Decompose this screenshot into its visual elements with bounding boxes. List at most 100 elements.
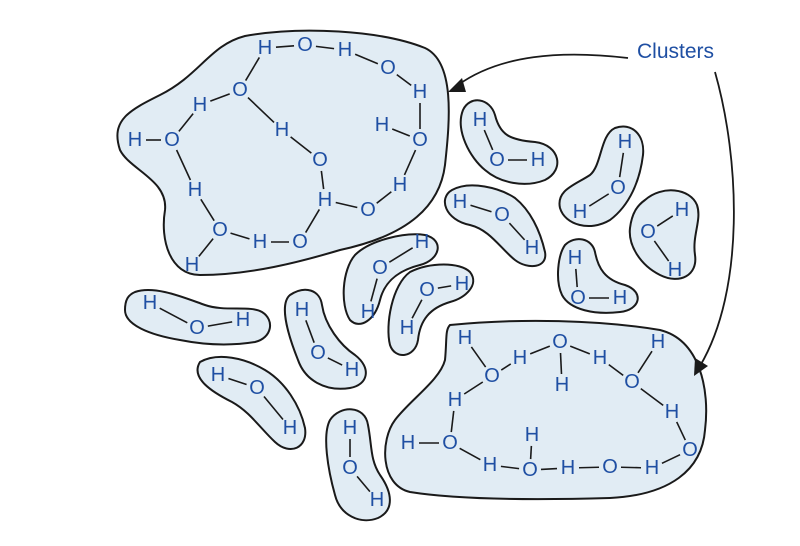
bond-lines [146, 45, 687, 493]
bond-line [305, 320, 315, 343]
hydrogen-atom: H [318, 189, 332, 211]
hydrogen-atom: H [593, 347, 607, 369]
hydrogen-atom: H [275, 119, 289, 141]
bond-line [376, 191, 392, 204]
hydrogen-atom: H [555, 374, 569, 396]
bond-line [470, 204, 492, 213]
oxygen-atom: O [442, 432, 458, 454]
bond-line [559, 352, 563, 375]
oxygen-atom: O [570, 287, 586, 309]
bond-line [500, 363, 512, 371]
bond-line [656, 215, 674, 227]
hydrogen-atom: H [668, 259, 682, 281]
bond-line [320, 170, 325, 190]
bond-line [159, 307, 188, 324]
arrow-to-top-cluster [457, 53, 629, 86]
hydrogen-atom: H [453, 191, 467, 213]
hydrogen-atom: H [338, 39, 352, 61]
bond-line [210, 93, 230, 102]
bond-line [450, 410, 455, 433]
bond-line [470, 346, 487, 368]
oxygen-atom: O [682, 439, 698, 461]
oxygen-atom: O [212, 219, 228, 241]
oxygen-atom: O [312, 149, 328, 171]
bond-line [275, 45, 295, 48]
hydrogen-atom: H [400, 317, 414, 339]
arrowhead-bottom [694, 358, 708, 376]
bond-line [315, 45, 335, 50]
bond-line [675, 421, 687, 441]
molecule-outline-11 [325, 408, 391, 522]
bond-line [661, 453, 681, 465]
oxygen-atom: O [372, 257, 388, 279]
hydrogen-atom: H [211, 364, 225, 386]
oxygen-atom: O [624, 371, 640, 393]
oxygen-atom: O [232, 79, 248, 101]
hydrogen-atom: H [645, 457, 659, 479]
hydrogen-atom: H [415, 231, 429, 253]
oxygen-atom: O [552, 331, 568, 353]
oxygen-atom: O [489, 149, 505, 171]
hydrogen-atom: H [455, 273, 469, 295]
clusters-label: Clusters [637, 40, 714, 63]
oxygen-atom: O [249, 377, 265, 399]
hydrogen-atom: H [295, 299, 309, 321]
bond-line [247, 97, 275, 123]
bond-line [608, 363, 624, 377]
hydrogen-atom: H [561, 457, 575, 479]
hydrogen-atom: H [651, 331, 665, 353]
bond-line [207, 321, 233, 327]
arrowhead-top [448, 78, 466, 92]
oxygen-atom: O [484, 365, 500, 387]
hydrogen-atom: H [193, 94, 207, 116]
hydrogen-atom: H [188, 179, 202, 201]
molecule-outline-3 [443, 184, 547, 268]
bond-line [463, 381, 484, 395]
hydrogen-atom: H [185, 254, 199, 276]
bond-line [529, 345, 551, 355]
hydrogen-atom: H [413, 81, 427, 103]
oxygen-atom: O [610, 177, 626, 199]
molecule-outline-2 [558, 125, 645, 227]
bond-line [459, 447, 481, 461]
bond-line [500, 465, 520, 470]
oxygen-atom: O [189, 317, 205, 339]
hydrogen-atom: H [473, 109, 487, 131]
oxygen-atom: O [164, 129, 180, 151]
oxygen-atom: O [342, 457, 358, 479]
bond-line [228, 377, 247, 386]
bond-line [411, 299, 423, 319]
bond-line [335, 201, 358, 209]
hydrogen-atom: H [618, 131, 632, 153]
molecule-outlines [116, 29, 708, 522]
hydrogen-atom: H [283, 417, 297, 439]
oxygen-atom: O [380, 57, 396, 79]
bond-line [178, 113, 194, 132]
bond-line [200, 198, 215, 222]
bond-line [483, 129, 494, 151]
oxygen-atom: O [602, 456, 618, 478]
hydrogen-atom: H [458, 327, 472, 349]
oxygen-atom: O [640, 221, 656, 243]
bond-line [391, 128, 411, 137]
bond-line [653, 240, 670, 262]
bond-line [618, 152, 625, 178]
hydrogen-atom: H [525, 237, 539, 259]
molecule-outline-7 [387, 263, 475, 356]
oxygen-atom: O [360, 199, 376, 221]
bond-line [508, 222, 526, 241]
molecule-outline-6 [342, 233, 439, 325]
molecule-outline-1 [459, 99, 559, 185]
hydrogen-atom: H [531, 149, 545, 171]
hydrogen-atom: H [483, 454, 497, 476]
hydrogen-atom: H [345, 359, 359, 381]
bond-line [304, 209, 321, 233]
bond-line [569, 345, 591, 355]
hydrogen-atom: H [128, 129, 142, 151]
large-cluster-bottom-outline [384, 319, 708, 501]
bond-line [529, 445, 533, 460]
oxygen-atom: O [297, 34, 313, 56]
bond-line [588, 193, 610, 207]
